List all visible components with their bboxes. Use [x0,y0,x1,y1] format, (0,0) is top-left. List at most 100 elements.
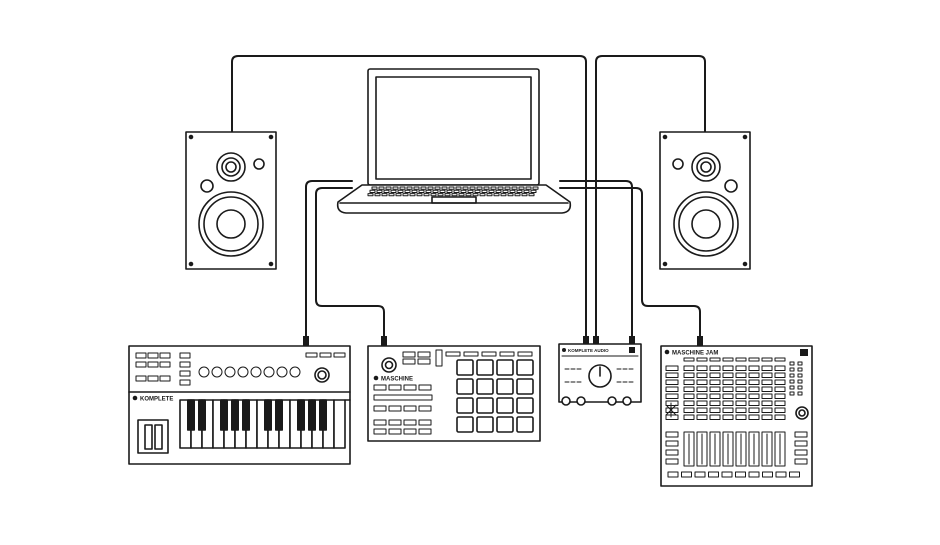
maschine-button [402,351,416,358]
jam-pad [748,400,760,406]
jam-side-button [794,449,808,456]
black-key [274,399,283,431]
laptop-key [420,186,427,190]
midi-keyboard-icon: KOMPLETE [128,345,351,465]
jack [576,396,586,406]
jack [561,396,571,406]
cable-laptop-to-interface [559,180,633,337]
jam-pad [748,386,760,392]
jam-bottom-button [694,471,706,478]
plug [629,336,635,346]
jam-pad [696,365,708,371]
maschine-button [373,428,387,435]
pad [456,359,474,376]
jam-pad [696,372,708,378]
jam-pad [735,393,747,399]
laptop-key [383,189,390,194]
jam-touch-strip [774,431,786,467]
laptop-key [528,193,535,197]
maschine-button [417,358,431,365]
jam-side-button [665,393,679,399]
jam-scene-button [709,357,721,362]
jam-touch-strip [761,431,773,467]
laptop-key [490,186,497,190]
maschine-button [417,351,431,358]
maschine-button [499,351,515,357]
speaker-right [659,131,751,270]
pad [456,397,474,414]
keyboard-button [159,361,171,368]
black-key [318,399,327,431]
keyboard-knob [198,366,210,378]
pad [476,397,494,414]
laptop-key [523,189,530,194]
pad [456,378,474,395]
laptop-key [425,189,432,194]
laptop-key [441,186,448,190]
speaker-icon [659,131,751,270]
jam-pad [722,414,734,420]
jam-indicator [789,379,795,384]
laptop-key [392,186,399,190]
plug [303,336,309,346]
cable-laptop-to-jam [559,187,701,337]
laptop-key [488,189,495,194]
maschine-button [403,405,417,412]
jam-indicator [789,385,795,390]
cable-right-speaker-to-interface [595,55,706,337]
jam-pad [735,400,747,406]
laptop-key [444,193,451,197]
jam-pad [735,414,747,420]
maschine-brand-label: MASCHINE [381,377,413,383]
maschine-button [445,351,461,357]
maschine-button [418,384,432,391]
jam-pad [709,407,721,413]
laptop-key [376,189,383,194]
keyboard-button [135,375,147,382]
keyboard-brand-label: KOMPLETE [140,397,173,403]
jam-touch-strip [735,431,747,467]
maschine-button [418,419,432,426]
jam-pad [709,379,721,385]
pad [496,378,514,395]
keyboard-button [147,375,159,382]
black-key [198,399,207,431]
maschine-button [463,351,479,357]
jam-bottom-button [667,471,679,478]
jam-side-button [794,431,808,438]
keyboard-button [333,352,346,358]
jam-pad [748,365,760,371]
laptop-key [374,193,381,197]
black-key [296,399,305,431]
keyboard-knob [224,366,236,378]
black-key [242,399,251,431]
keyboard-button [319,352,332,358]
plug [697,336,703,346]
jam-pad [683,414,695,420]
laptop-key [474,189,481,194]
jam-pad [774,372,786,378]
jam-indicator [789,373,795,378]
maschine-encoder [381,357,397,373]
laptop-key [427,186,434,190]
laptop-key [390,189,397,194]
jam-indicator [797,391,803,396]
jam-pad [774,365,786,371]
laptop-key [399,186,406,190]
jam-side-button [665,365,679,371]
jam-pad [748,379,760,385]
pad [496,397,514,414]
laptop-key [514,193,521,197]
maschine-brand: MASCHINE [373,375,413,383]
laptop-key [511,186,518,190]
laptop-key [509,189,516,194]
pad [516,378,534,395]
jam-pad [761,407,773,413]
keyboard-knob [250,366,262,378]
laptop-key [516,189,523,194]
interface-brand: KOMPLETE AUDIO [562,348,609,353]
maschine-button [373,384,387,391]
laptop-key [418,189,425,194]
jam-pad [735,386,747,392]
jam-pad [735,407,747,413]
